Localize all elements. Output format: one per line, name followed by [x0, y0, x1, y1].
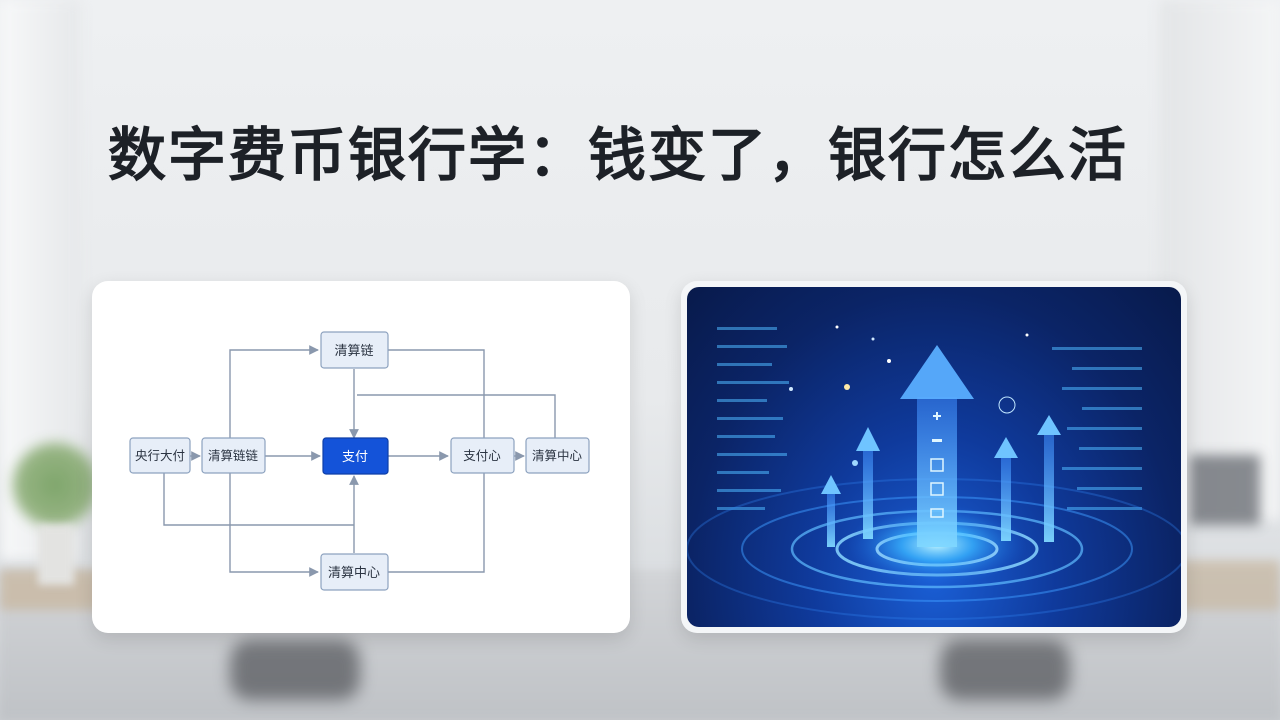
plant-pot: [38, 525, 74, 585]
svg-text:清算链链: 清算链链: [208, 448, 259, 463]
data-columns-left: [717, 327, 789, 510]
tech-illustration-panel: [681, 281, 1187, 633]
tech-illustration: [687, 287, 1181, 627]
monitor: [1190, 455, 1260, 525]
node-payment: 支付: [322, 437, 389, 475]
node-central-bank: 央行大付: [129, 437, 191, 474]
node-clearing-center-right: 清算中心: [525, 437, 590, 474]
svg-text:央行大付: 央行大付: [135, 448, 185, 463]
svg-text:清算中心: 清算中心: [328, 566, 380, 581]
sparkles: [789, 325, 1029, 466]
svg-text:支付心: 支付心: [463, 448, 501, 463]
data-columns-right: [1052, 347, 1142, 510]
plant: [10, 440, 100, 530]
chair-right: [940, 640, 1070, 700]
flow-diagram: 清算链 央行大付 清算链链 支付 支付心 清算中心 清算中心: [129, 331, 590, 591]
rising-arrows-illustration: [687, 325, 1181, 620]
side-arrows: [821, 415, 1061, 547]
node-clearing-chain: 清算链链: [201, 437, 266, 474]
connector-chain-to-bottom: [229, 471, 319, 577]
connectors: [163, 345, 556, 577]
slide-title: 数字费币银行学：钱变了，银行怎么活: [108, 121, 1129, 189]
flow-diagram-panel: 清算链 央行大付 清算链链 支付 支付心 清算中心 清算中心: [92, 281, 630, 633]
chair-left: [230, 640, 360, 700]
node-bottom: 清算中心: [320, 553, 389, 591]
connector-top-to-center: [388, 349, 485, 441]
node-top: 清算链: [320, 331, 389, 369]
connector-bottom-to-center: [388, 471, 485, 573]
svg-text:清算链: 清算链: [334, 344, 373, 359]
connector-chain-to-top: [229, 345, 319, 441]
node-payment-center: 支付心: [450, 437, 515, 474]
connector-central-to-payment-bottom: [163, 471, 354, 526]
connector-clearing-to-payment-top: [357, 394, 556, 441]
svg-text:清算中心: 清算中心: [532, 448, 583, 463]
main-arrow: [900, 345, 974, 547]
svg-text:支付: 支付: [342, 450, 368, 465]
